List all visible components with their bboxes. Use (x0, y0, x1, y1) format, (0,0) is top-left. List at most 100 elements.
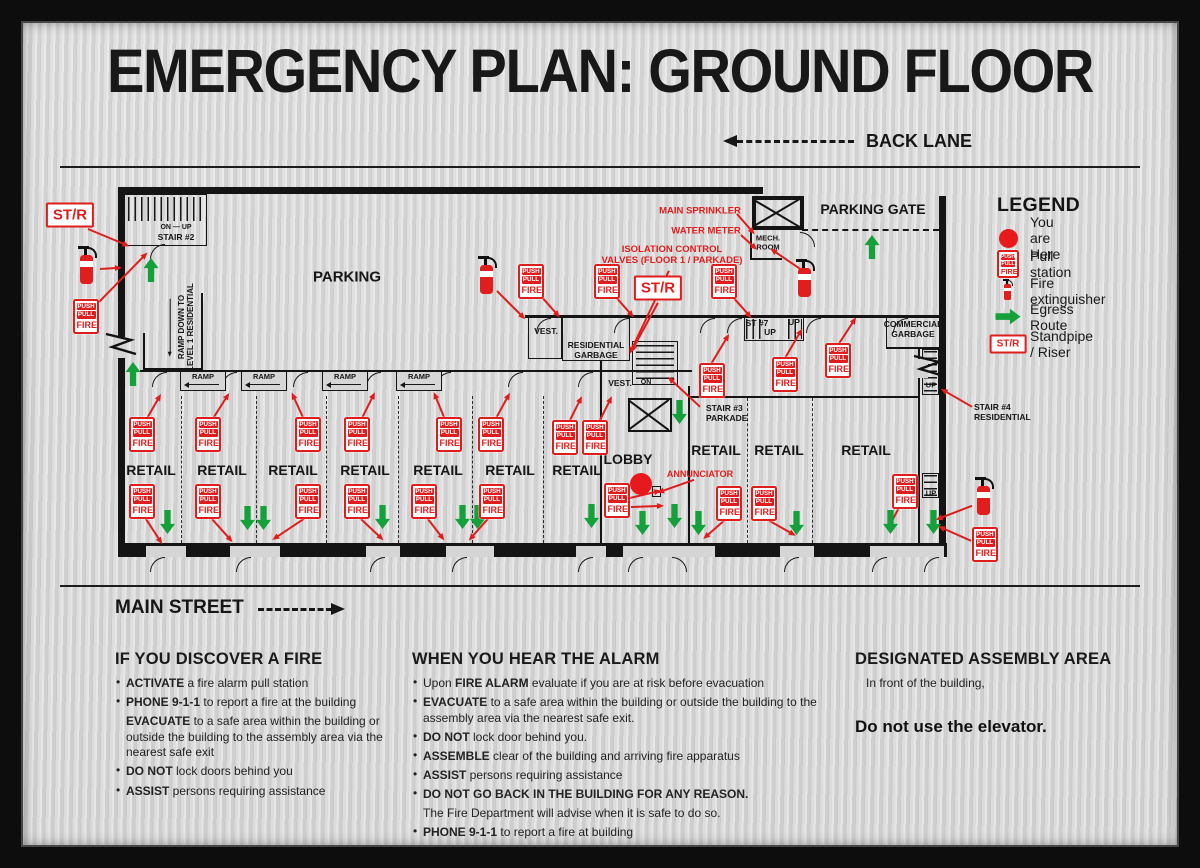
list-item: •DO NOT GO BACK IN THE BUILDING FOR ANY … (412, 786, 850, 803)
section-heading: WHEN YOU HEAR THE ALARM (412, 650, 660, 668)
list-text: clear of the building and arriving fire … (489, 748, 740, 763)
pull-station-text: PUSH (702, 366, 722, 375)
pull-station-text: PULL (347, 496, 367, 504)
bullet-marker: • (413, 766, 418, 781)
extinguisher-body (480, 265, 493, 294)
section-list: •ACTIVATE a fire alarm pull station•PHON… (115, 675, 415, 799)
egress-route-arrow-icon (143, 258, 159, 282)
door-opening (780, 546, 814, 557)
room-label: PARKING GATE (820, 200, 926, 217)
door-opening (623, 546, 715, 557)
fire-extinguisher-icon (973, 477, 995, 519)
door-swing-arc (152, 372, 167, 387)
ramp-down-arrow (168, 298, 173, 357)
pull-station-text: PUSH (298, 420, 318, 429)
room-outline (886, 315, 940, 348)
back-lane-arrow-line (737, 140, 854, 143)
red-pointer-arrow-head (368, 391, 378, 401)
extinguisher-neck (1006, 280, 1008, 285)
ramp-label: RAMP (407, 372, 431, 381)
x-line (754, 200, 800, 228)
bullet-marker: • (116, 782, 121, 797)
door-opening (870, 546, 944, 557)
pull-station-text: PULL (754, 498, 774, 506)
back-lane-label: BACK LANE (866, 131, 972, 151)
room-outline (632, 341, 678, 385)
red-pointer-arrow (145, 518, 165, 546)
red-pointer-arrow-head (722, 332, 732, 342)
pull-station-text: PUSH (597, 267, 617, 276)
list-text: PHONE 9-1-1 (126, 695, 201, 710)
ramp-box: RAMP (322, 371, 368, 391)
pull-station-text: PULL (1000, 261, 1016, 268)
stair-treads (636, 345, 674, 381)
wall (918, 347, 920, 543)
list-text: PHONE 9-1-1 (423, 825, 498, 840)
pull-station-text: FIRE (521, 284, 543, 295)
section-list: •Upon FIRE ALARM evaluate if you are at … (412, 675, 850, 841)
room-label: STAIR #3 PARKADE (706, 403, 748, 423)
extinguisher-neck (84, 248, 87, 255)
bullet-marker: • (116, 763, 121, 778)
door-opening (446, 546, 494, 557)
list-item: •ACTIVATE a fire alarm pull station (115, 675, 415, 692)
legend-item-label: Standpipe / Riser (1030, 328, 1094, 360)
list-text: DO NOT (126, 764, 173, 779)
room-label: RETAIL (126, 461, 176, 478)
pull-station-text: FIRE (597, 284, 619, 295)
door-swing-arc (700, 318, 715, 333)
pull-station-text: PUSH (775, 360, 795, 369)
red-pointer-arrow-head (270, 533, 280, 543)
red-pointer-arrow-head (430, 391, 440, 400)
pull-station-text: PUSH (895, 477, 915, 486)
list-text: lock doors behind you (172, 764, 293, 779)
room-label: UP (764, 327, 776, 338)
pull-station-text: PUSH (414, 487, 434, 496)
bullet-marker: • (413, 747, 418, 762)
egress-route-arrow-icon (455, 505, 470, 529)
list-continuation: Do not use the elevator. (855, 716, 1155, 738)
wall (143, 333, 145, 370)
door-swing-arc (236, 557, 251, 572)
pull-station-text: FIRE (775, 377, 797, 388)
extinguisher-band (1004, 287, 1011, 291)
section-heading: DESIGNATED ASSEMBLY AREA (855, 650, 1112, 668)
room-label: RETAIL (340, 461, 390, 478)
bottom-divider (60, 585, 1140, 587)
red-pointer-arrow (427, 518, 448, 543)
red-pointer-arrow-head (656, 502, 665, 509)
egress-route-arrow-icon (635, 511, 650, 535)
dashed-partition (543, 396, 544, 543)
bullet-marker: • (413, 675, 418, 689)
fire-extinguisher-icon (76, 246, 98, 288)
extinguisher-band (480, 271, 493, 277)
egress-route-arrow-icon (995, 309, 1020, 325)
red-pointer-arrow-head (701, 531, 711, 542)
room-label: UP (788, 317, 800, 328)
standpipe-riser-badge: ST/R (45, 202, 95, 228)
wall (690, 396, 918, 398)
egress-route-arrow-icon (584, 504, 599, 528)
bullet-marker: • (413, 786, 418, 801)
red-pointer-arrow (270, 518, 305, 543)
wall (143, 368, 203, 370)
extinguisher-body (80, 255, 93, 284)
x-box (752, 196, 804, 230)
pull-station-text: PUSH (482, 487, 502, 496)
wall (118, 187, 125, 557)
pull-station-text: PULL (298, 429, 318, 437)
door-swing-arc (150, 557, 165, 572)
stair-treads (746, 319, 764, 339)
door-swing-arc (672, 557, 687, 572)
pull-station-text: PUSH (198, 487, 218, 496)
pull-station-text: FIRE (132, 504, 154, 515)
